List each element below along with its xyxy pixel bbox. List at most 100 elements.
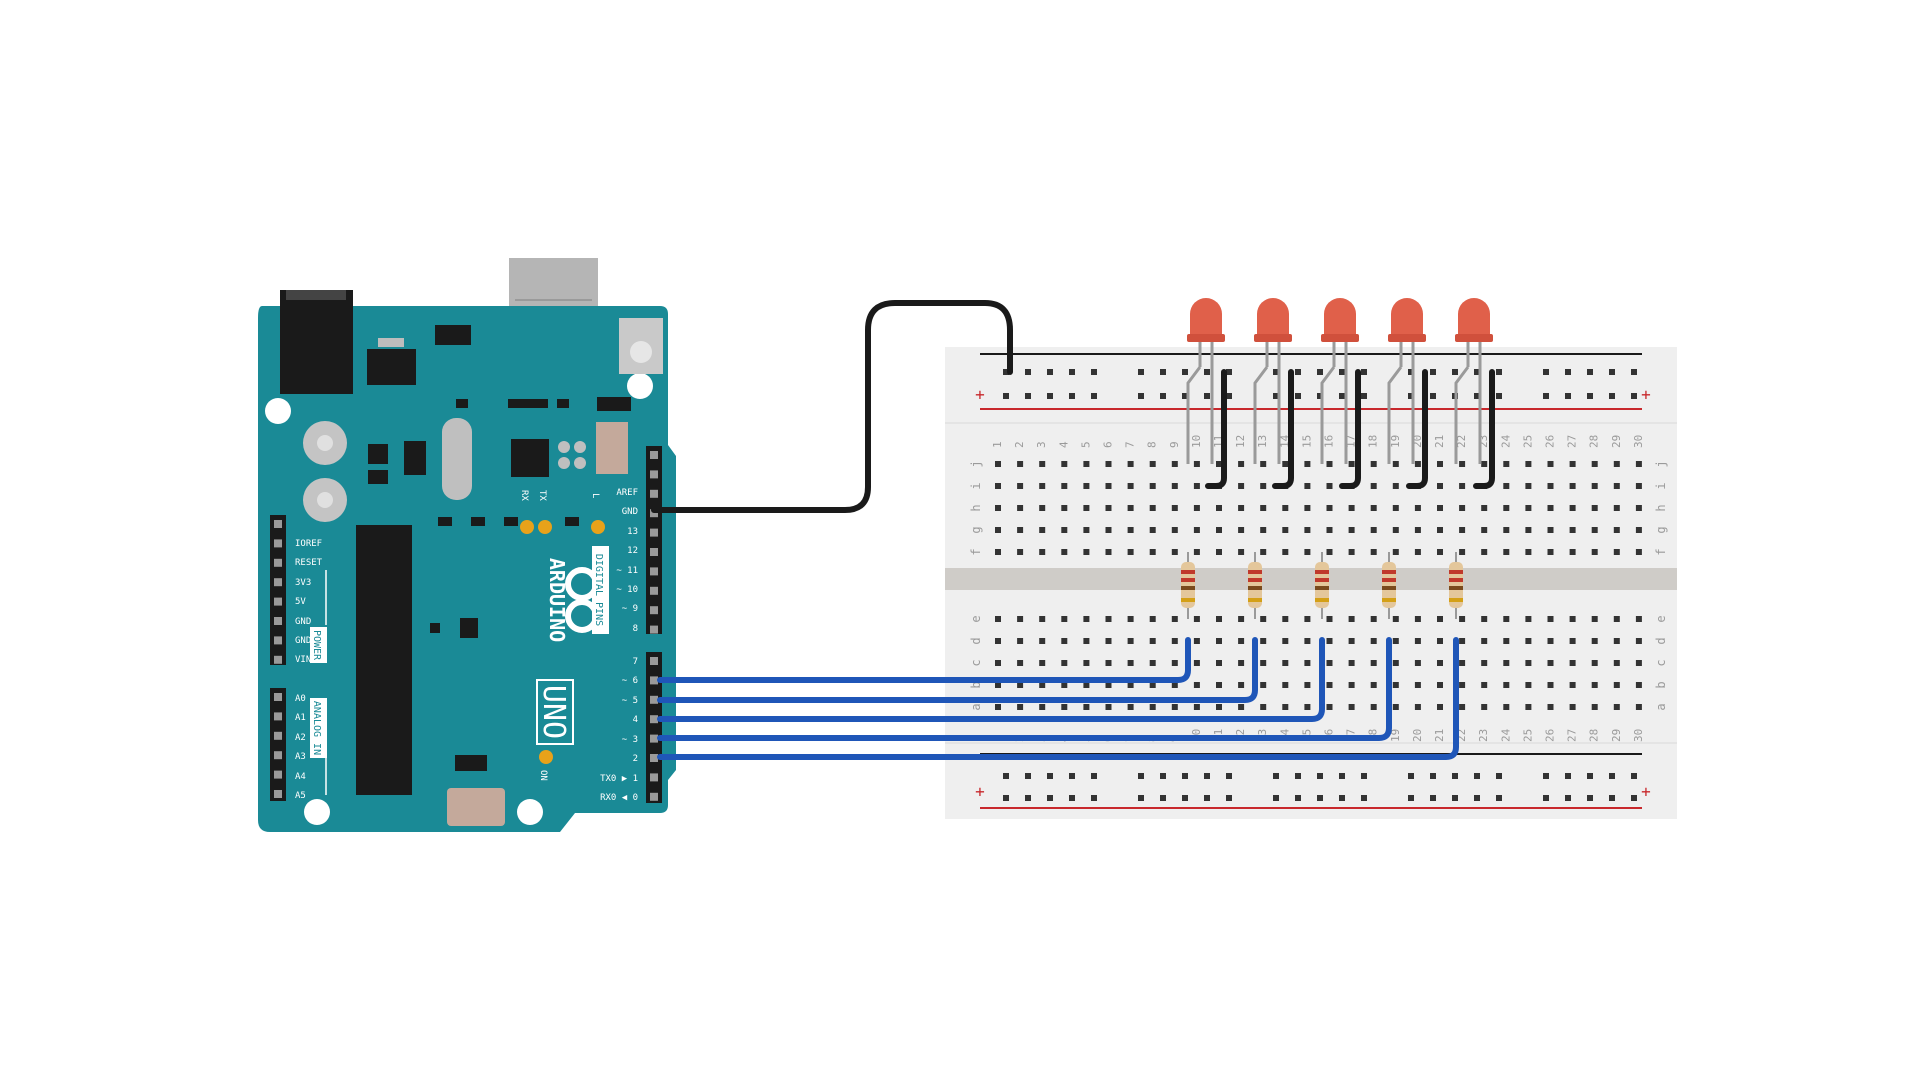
rail-hole[interactable] (1025, 795, 1031, 801)
breadboard-hole[interactable] (1083, 704, 1090, 710)
signal-wire[interactable] (657, 637, 1459, 760)
breadboard-hole[interactable] (1348, 682, 1355, 688)
rail-hole[interactable] (1273, 393, 1279, 399)
breadboard-hole[interactable] (1304, 682, 1311, 688)
breadboard-hole[interactable] (1635, 527, 1642, 533)
rail-hole[interactable] (1543, 393, 1549, 399)
breadboard-hole[interactable] (1193, 549, 1200, 555)
breadboard-hole[interactable] (1348, 461, 1355, 467)
breadboard-hole[interactable] (1216, 461, 1222, 467)
breadboard-hole[interactable] (1061, 704, 1068, 710)
rail-hole[interactable] (1226, 369, 1232, 375)
breadboard-hole[interactable] (1127, 461, 1134, 467)
breadboard-hole[interactable] (1613, 461, 1620, 467)
breadboard-hole[interactable] (1171, 638, 1178, 644)
breadboard-hole[interactable] (1105, 505, 1112, 511)
breadboard-hole[interactable] (1569, 660, 1576, 666)
rail-hole[interactable] (1565, 393, 1571, 399)
rail-hole[interactable] (1295, 369, 1301, 375)
breadboard-hole[interactable] (1282, 682, 1289, 688)
rail-hole[interactable] (1565, 773, 1571, 779)
led-ground-wire[interactable] (1406, 369, 1428, 489)
rail-hole[interactable] (1361, 393, 1367, 399)
breadboard-hole[interactable] (1613, 682, 1620, 688)
breadboard-hole[interactable] (1635, 483, 1642, 489)
breadboard-hole[interactable] (1171, 483, 1178, 489)
rail-hole[interactable] (1474, 393, 1480, 399)
breadboard-hole[interactable] (1569, 704, 1576, 710)
breadboard-hole[interactable] (1282, 527, 1289, 533)
signal-wire[interactable] (657, 637, 1392, 741)
rail-hole[interactable] (1496, 369, 1502, 375)
breadboard-hole[interactable] (1039, 505, 1046, 511)
breadboard-hole[interactable] (1392, 660, 1399, 666)
breadboard-hole[interactable] (1547, 682, 1554, 688)
breadboard-hole[interactable] (1127, 527, 1134, 533)
breadboard-hole[interactable] (1061, 527, 1068, 533)
breadboard-hole[interactable] (1635, 682, 1642, 688)
rail-hole[interactable] (1361, 795, 1367, 801)
rail-hole[interactable] (1408, 795, 1414, 801)
rail-hole[interactable] (1452, 773, 1458, 779)
rail-hole[interactable] (1452, 369, 1458, 375)
breadboard-hole[interactable] (1348, 660, 1355, 666)
breadboard-hole[interactable] (995, 483, 1001, 489)
ground-wire[interactable] (651, 300, 1013, 513)
breadboard-hole[interactable] (1569, 682, 1576, 688)
breadboard-hole[interactable] (1260, 704, 1267, 710)
breadboard-hole[interactable] (1414, 549, 1421, 555)
breadboard-hole[interactable] (995, 704, 1001, 710)
breadboard-hole[interactable] (1061, 505, 1068, 511)
breadboard-hole[interactable] (1039, 682, 1046, 688)
breadboard-hole[interactable] (1039, 660, 1046, 666)
rail-hole[interactable] (1226, 773, 1232, 779)
breadboard-hole[interactable] (1083, 461, 1090, 467)
rail-hole[interactable] (1609, 773, 1615, 779)
breadboard-hole[interactable] (1282, 704, 1289, 710)
breadboard-hole[interactable] (1326, 461, 1333, 467)
rail-hole[interactable] (1160, 795, 1166, 801)
breadboard-hole[interactable] (1127, 638, 1134, 644)
breadboard-hole[interactable] (1481, 527, 1488, 533)
breadboard-hole[interactable] (1459, 483, 1466, 489)
breadboard-hole[interactable] (1370, 483, 1377, 489)
breadboard-hole[interactable] (1348, 527, 1355, 533)
breadboard-hole[interactable] (1613, 660, 1620, 666)
breadboard-hole[interactable] (1414, 638, 1421, 644)
breadboard-hole[interactable] (1414, 527, 1421, 533)
breadboard-hole[interactable] (1171, 527, 1178, 533)
led-ground-wire[interactable] (1473, 369, 1495, 489)
breadboard-hole[interactable] (1260, 461, 1267, 467)
breadboard-hole[interactable] (1481, 505, 1488, 511)
breadboard-hole[interactable] (1635, 549, 1642, 555)
rail-hole[interactable] (1474, 795, 1480, 801)
breadboard-hole[interactable] (1061, 638, 1068, 644)
rail-hole[interactable] (1408, 393, 1414, 399)
rail-hole[interactable] (1047, 773, 1053, 779)
breadboard-hole[interactable] (1017, 505, 1024, 511)
breadboard-hole[interactable] (1282, 638, 1289, 644)
breadboard-hole[interactable] (1260, 527, 1267, 533)
breadboard-hole[interactable] (1260, 505, 1267, 511)
breadboard-hole[interactable] (1083, 549, 1090, 555)
rail-hole[interactable] (1138, 393, 1144, 399)
breadboard-hole[interactable] (1039, 638, 1046, 644)
rail-hole[interactable] (1138, 369, 1144, 375)
breadboard-hole[interactable] (1613, 483, 1620, 489)
rail-hole[interactable] (1339, 795, 1345, 801)
breadboard-hole[interactable] (1304, 638, 1311, 644)
breadboard-hole[interactable] (1061, 660, 1068, 666)
rail-hole[interactable] (1587, 369, 1593, 375)
breadboard-hole[interactable] (1414, 461, 1421, 467)
breadboard-hole[interactable] (1525, 483, 1532, 489)
breadboard-hole[interactable] (1414, 616, 1421, 622)
breadboard-hole[interactable] (1061, 682, 1068, 688)
rail-hole[interactable] (1204, 795, 1210, 801)
breadboard-hole[interactable] (1127, 682, 1134, 688)
rail-hole[interactable] (1295, 795, 1301, 801)
breadboard-hole[interactable] (1503, 616, 1510, 622)
breadboard-hole[interactable] (1326, 682, 1333, 688)
breadboard-hole[interactable] (1547, 638, 1554, 644)
breadboard-hole[interactable] (1105, 660, 1112, 666)
breadboard-hole[interactable] (1171, 461, 1178, 467)
